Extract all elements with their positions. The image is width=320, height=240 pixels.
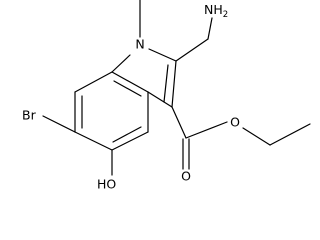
bond-ethyl (269, 123, 311, 146)
bond-c3a-c7a (111, 71, 149, 93)
carbonyl-oxygen-label: O (181, 169, 191, 184)
bond-c2-ch2 (175, 38, 209, 62)
bond-c5-c4-inner (112, 126, 142, 143)
ring-nitrogen-label: N (135, 37, 144, 52)
molecule-structure-diagram: NH2 N Br HO O O (22, 0, 311, 192)
bond-c6-br (42, 115, 76, 133)
bond-carbonyl-ester-o (185, 121, 228, 139)
bond-c7a-n1 (111, 54, 131, 73)
bond-ester-o-ch2 (242, 127, 271, 146)
bond-lines (42, 0, 311, 176)
bond-c6-c5 (74, 131, 113, 151)
bond-c2-c3-inner (163, 64, 169, 103)
bond-c3a-c7a-inner (113, 80, 142, 97)
atom-labels: NH2 N Br HO O O (22, 2, 240, 192)
bond-ch2-nh2 (207, 17, 213, 40)
bond-c7a-c7 (74, 71, 113, 93)
ester-oxygen-label: O (230, 115, 240, 130)
bromine-label: Br (22, 108, 37, 123)
bond-c3-carbonyl (171, 106, 187, 139)
hydroxyl-label: HO (97, 177, 116, 192)
bond-c2-c3 (171, 60, 177, 108)
bond-c3-c3a (147, 91, 173, 108)
bond-n1-c2 (148, 48, 177, 62)
amine-label: NH2 (204, 2, 228, 20)
bond-c5-c4 (111, 131, 149, 151)
